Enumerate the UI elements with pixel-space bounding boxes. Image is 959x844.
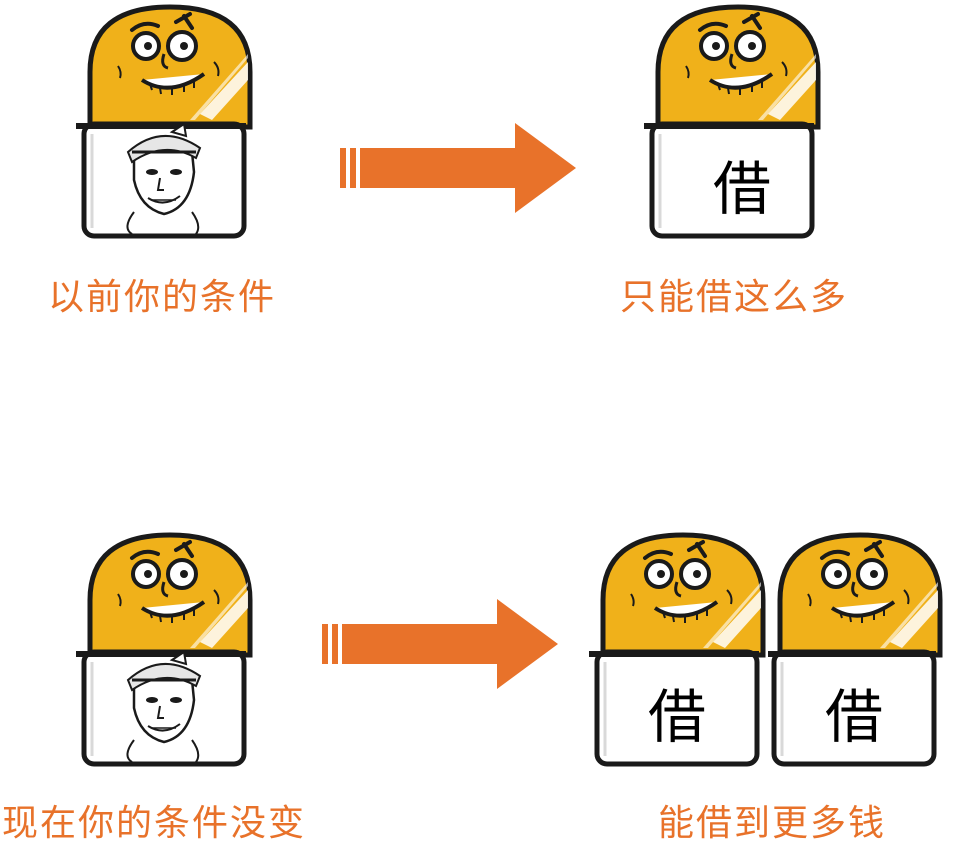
portrait-icon <box>72 2 262 242</box>
character-with-borrow-sign: 借 <box>640 2 830 242</box>
character-with-borrow-sign: 借 <box>768 530 958 770</box>
caption-before: 以前你的条件 <box>48 277 277 318</box>
sign-text: 借 <box>824 683 883 751</box>
sign-text: 借 <box>712 155 771 223</box>
caption-now: 现在你的条件没变 <box>2 803 307 844</box>
arrow-right-icon <box>340 118 580 218</box>
arrow-right-icon <box>322 594 562 694</box>
character-with-portrait-sign <box>72 530 262 770</box>
character-with-borrow-sign: 借 <box>585 530 775 770</box>
caption-limit: 只能借这么多 <box>620 277 849 318</box>
sign-text: 借 <box>647 683 706 751</box>
portrait-icon <box>72 530 262 770</box>
character-with-portrait-sign <box>72 2 262 242</box>
caption-more: 能借到更多钱 <box>658 803 887 844</box>
